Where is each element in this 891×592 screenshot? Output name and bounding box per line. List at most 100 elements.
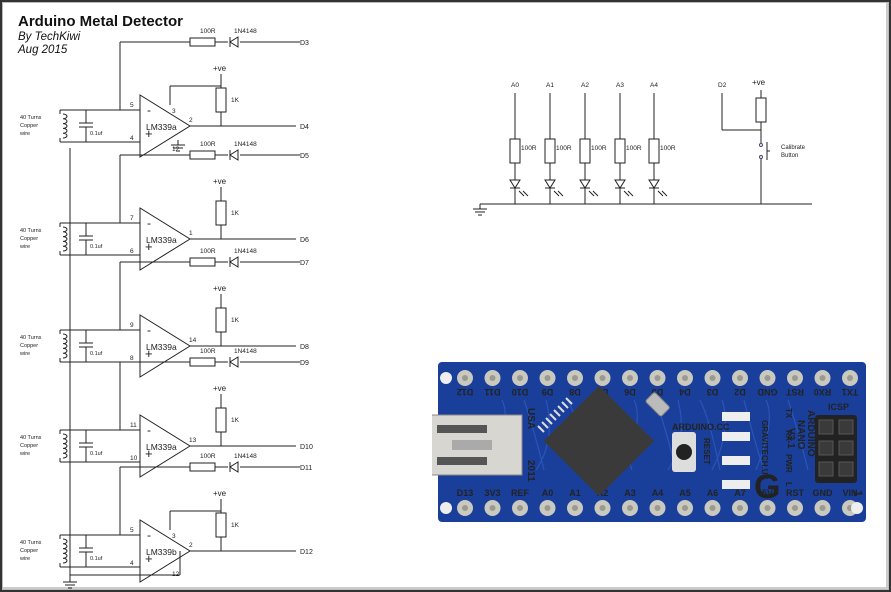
comparator-name: LM339a bbox=[146, 442, 177, 452]
mount-hole bbox=[440, 502, 452, 514]
plus-sign: + bbox=[145, 239, 153, 254]
pin-hole bbox=[544, 375, 551, 381]
coil-inductor bbox=[62, 113, 68, 139]
led-icon bbox=[579, 179, 591, 189]
resistor-label: 100R bbox=[200, 453, 216, 460]
arduino-nano-board: D12D11D10D9D8D7D6D5D4D3D2GNDRSTRX0TX1D13… bbox=[432, 362, 866, 522]
icsp-pin bbox=[818, 461, 834, 477]
bottom-pin-label: A2 bbox=[597, 488, 609, 498]
pullup-label: 1K bbox=[231, 522, 240, 529]
led-resistor-label: 100R bbox=[591, 145, 607, 152]
bottom-pin-label: A7 bbox=[734, 488, 746, 498]
coil-label: Copper bbox=[20, 343, 38, 349]
icsp-pin bbox=[838, 440, 854, 456]
pin-noninv: 4 bbox=[130, 560, 134, 567]
pin-hole bbox=[737, 505, 743, 511]
board-label-icsp: ICSP bbox=[828, 402, 849, 412]
board-label-name2: NANO bbox=[795, 420, 806, 450]
led-light-arrow bbox=[553, 190, 560, 197]
resistor bbox=[215, 307, 227, 333]
resistor bbox=[509, 138, 521, 164]
mount-hole bbox=[440, 372, 452, 384]
pcb-trace bbox=[755, 399, 770, 471]
top-pin-label: D10 bbox=[512, 387, 529, 397]
coil-inductor bbox=[62, 226, 68, 252]
resistor bbox=[215, 407, 227, 433]
comparator-name: LM339a bbox=[146, 122, 177, 132]
output-pin-label: D6 bbox=[300, 237, 309, 244]
coil-label: Copper bbox=[20, 123, 38, 129]
board-label-maker: GRAVITECH.US bbox=[760, 420, 769, 481]
plus-sign: + bbox=[145, 346, 153, 361]
diagram-title: Arduino Metal Detector bbox=[18, 13, 184, 30]
pin-hole bbox=[654, 505, 661, 511]
cap-value: 0.1uf bbox=[90, 131, 103, 137]
led-pin-label: A1 bbox=[546, 82, 554, 89]
resistor bbox=[614, 138, 626, 164]
led-pin-label: A2 bbox=[581, 82, 589, 89]
coil-label: wire bbox=[19, 351, 30, 357]
pin-hole bbox=[682, 505, 688, 511]
bottom-pin-label: A0 bbox=[542, 488, 554, 498]
calibrate-label: Calibrate bbox=[781, 145, 806, 151]
coil-label: wire bbox=[19, 451, 30, 457]
led-light-arrow bbox=[623, 190, 630, 197]
pin-inv: 7 bbox=[130, 215, 134, 222]
pin-noninv: 10 bbox=[130, 455, 138, 462]
feedback-pin-label: D5 bbox=[300, 153, 309, 160]
top-pin-label: D3 bbox=[707, 387, 719, 397]
pin-out: 2 bbox=[189, 117, 193, 124]
pin-vcc: 3 bbox=[172, 533, 176, 540]
coil-label: 40 Turns bbox=[20, 335, 42, 341]
coil-label: 40 Turns bbox=[20, 228, 42, 234]
led-light-arrow bbox=[588, 190, 595, 197]
feedback-pin-label: D9 bbox=[300, 360, 309, 367]
minus-sign: - bbox=[147, 323, 151, 337]
cap-value: 0.1uf bbox=[90, 556, 103, 562]
led-icon bbox=[648, 179, 660, 189]
supply-label: +ve bbox=[213, 384, 227, 393]
calibrate-pin-label: D2 bbox=[718, 82, 727, 89]
resistor bbox=[648, 138, 660, 164]
top-pin-label: D9 bbox=[542, 387, 554, 397]
coil-inductor bbox=[62, 333, 68, 359]
led-resistor-label: 100R bbox=[626, 145, 642, 152]
comparator-3 bbox=[139, 414, 191, 478]
resistor bbox=[215, 200, 227, 226]
supply-label: +ve bbox=[213, 489, 227, 498]
pullup-label: 1K bbox=[231, 417, 240, 424]
top-pin-label: D6 bbox=[624, 387, 636, 397]
pin-hole bbox=[709, 505, 716, 511]
board-label-site: ARDUINO.CC bbox=[672, 422, 730, 432]
diagram-date: Aug 2015 bbox=[18, 44, 68, 56]
board-label-version: V3.1 bbox=[785, 428, 796, 449]
pin-out: 1 bbox=[189, 230, 193, 237]
supply-label: +ve bbox=[213, 64, 227, 73]
smd-led bbox=[722, 412, 750, 421]
led-pin-label: A0 bbox=[511, 82, 519, 89]
resistor-label: 100R bbox=[200, 248, 216, 255]
pin-hole bbox=[654, 375, 661, 381]
output-pin-label: D12 bbox=[300, 549, 313, 556]
board-label-year: 2011 bbox=[525, 460, 536, 482]
top-pin-label: D11 bbox=[484, 387, 500, 397]
pin-hole bbox=[764, 505, 771, 511]
feedback-pin-label: D7 bbox=[300, 260, 309, 267]
resistor-100r bbox=[189, 37, 216, 47]
resistor bbox=[215, 87, 227, 113]
pin-hole bbox=[764, 375, 771, 381]
pin-out: 13 bbox=[189, 437, 197, 444]
led-light-arrow bbox=[522, 190, 529, 197]
resistor-label: 100R bbox=[200, 141, 216, 148]
calibrate-label: Button bbox=[781, 153, 798, 159]
diode-label: 1N4148 bbox=[234, 28, 257, 35]
top-pin-label: RX0 bbox=[814, 387, 832, 397]
coil-inductor bbox=[62, 433, 68, 459]
bottom-pin-label: A6 bbox=[707, 488, 719, 498]
diode-label: 1N4148 bbox=[234, 453, 257, 460]
led-icon bbox=[544, 179, 556, 189]
diode-label: 1N4148 bbox=[234, 141, 257, 148]
reset-button-knob bbox=[676, 444, 692, 460]
led-resistor-label: 100R bbox=[556, 145, 572, 152]
